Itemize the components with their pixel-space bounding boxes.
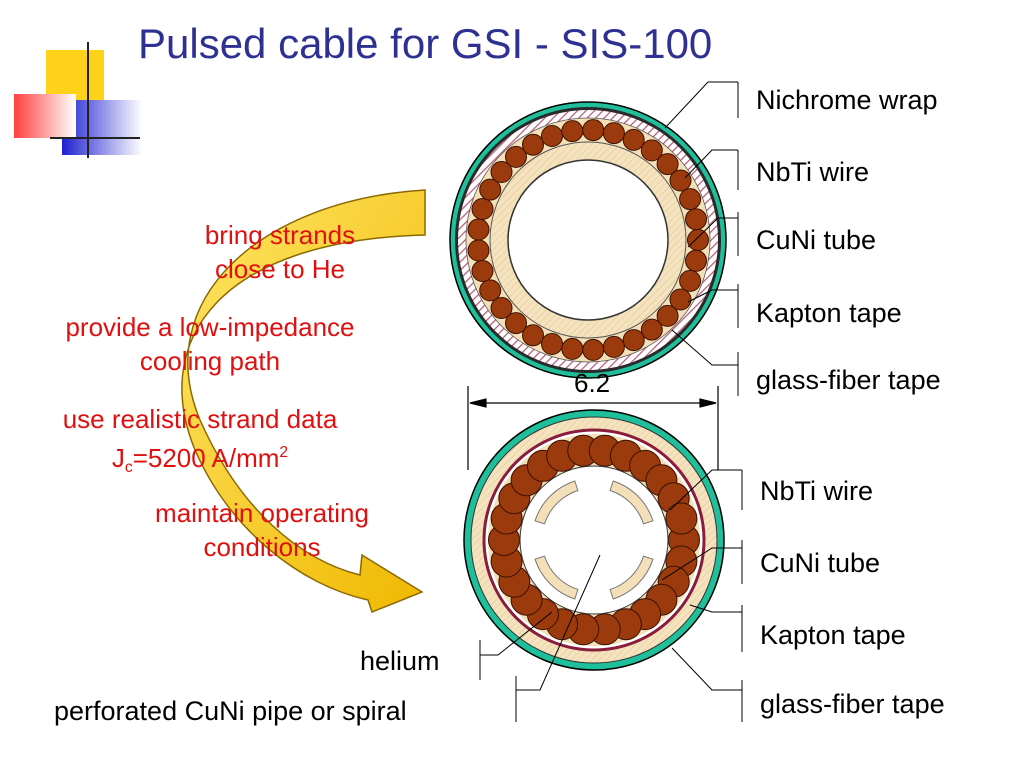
bullet-strand-data: use realistic strand data Jc=5200 A/mm2 (10, 402, 390, 485)
label-bottom-kapton-tape: Kapton tape (760, 620, 906, 650)
strand (505, 312, 527, 335)
strand (602, 335, 625, 358)
strand (541, 333, 563, 355)
strand (522, 324, 544, 347)
strand (561, 120, 584, 143)
strand (490, 297, 513, 319)
strand (471, 198, 494, 220)
label-bottom-nbti-wire: NbTi wire (760, 476, 874, 506)
label-bottom-glass-fiber-tape: glass-fiber tape (760, 689, 945, 719)
strand (541, 125, 563, 147)
strand (685, 249, 707, 272)
top-leader-lines (664, 81, 739, 396)
bullet-strand-data-line1: use realistic strand data (62, 404, 338, 434)
strand (665, 502, 698, 535)
jc-superscript: 2 (279, 444, 289, 461)
pipe-segment (609, 480, 654, 525)
bullet-jc-value: Jc=5200 A/mm2 (10, 436, 390, 485)
strand (471, 260, 494, 282)
strand (622, 329, 645, 352)
bullet-operating-conditions: maintain operating conditions (155, 498, 369, 562)
strand (622, 128, 645, 151)
strand (467, 239, 490, 262)
dimension-label: 6.2 (574, 368, 611, 398)
strand (679, 188, 702, 211)
label-top-glass-fiber-tape: glass-fiber tape (756, 365, 941, 395)
perforated-pipe (534, 480, 654, 600)
label-top-kapton-tape: Kapton tape (756, 298, 902, 328)
strand (522, 133, 544, 156)
strand (467, 218, 490, 241)
strand (602, 122, 625, 145)
bullet-strands-close: bring strands close to He (204, 220, 356, 284)
pipe-segment (534, 555, 579, 600)
strand (582, 338, 605, 361)
curved-arrow (181, 189, 426, 613)
strand (687, 229, 709, 251)
slide-title: Pulsed cable for GSI - SIS-100 (138, 20, 713, 67)
strand (490, 161, 513, 183)
strand (656, 153, 679, 176)
label-bottom-cuni-tube: CuNi tube (760, 548, 881, 578)
strand (479, 178, 502, 201)
strand (685, 208, 707, 231)
bottom-strand-ring (488, 434, 700, 646)
bottom-leader-lines (479, 469, 743, 722)
label-perforated-pipe: perforated CuNi pipe or spiral (54, 696, 407, 726)
pipe-segment (609, 555, 654, 600)
corner-logo (14, 42, 142, 158)
strand (640, 318, 663, 341)
jc-symbol: J (111, 443, 125, 473)
jc-equation: =5200 A/mm (132, 443, 280, 473)
label-nichrome-wrap: Nichrome wrap (756, 85, 938, 115)
pipe-segment (534, 480, 579, 525)
label-top-nbti-wire: NbTi wire (756, 157, 870, 187)
top-strand-ring (467, 119, 709, 361)
strand (679, 269, 702, 292)
jc-subscript: c (124, 459, 133, 476)
bottom-cable (463, 409, 725, 671)
label-helium: helium (360, 646, 440, 676)
strand (640, 139, 663, 162)
strand (669, 288, 692, 311)
dimension-marker (467, 386, 719, 470)
strand (561, 337, 584, 360)
strand (505, 145, 527, 168)
strand (669, 169, 692, 192)
strand (656, 304, 679, 327)
strand (582, 119, 605, 142)
bullet-cooling-path: provide a low-impedance cooling path (65, 312, 355, 376)
strand (479, 279, 502, 302)
label-top-cuni-tube: CuNi tube (756, 225, 877, 255)
top-cable (449, 101, 727, 379)
